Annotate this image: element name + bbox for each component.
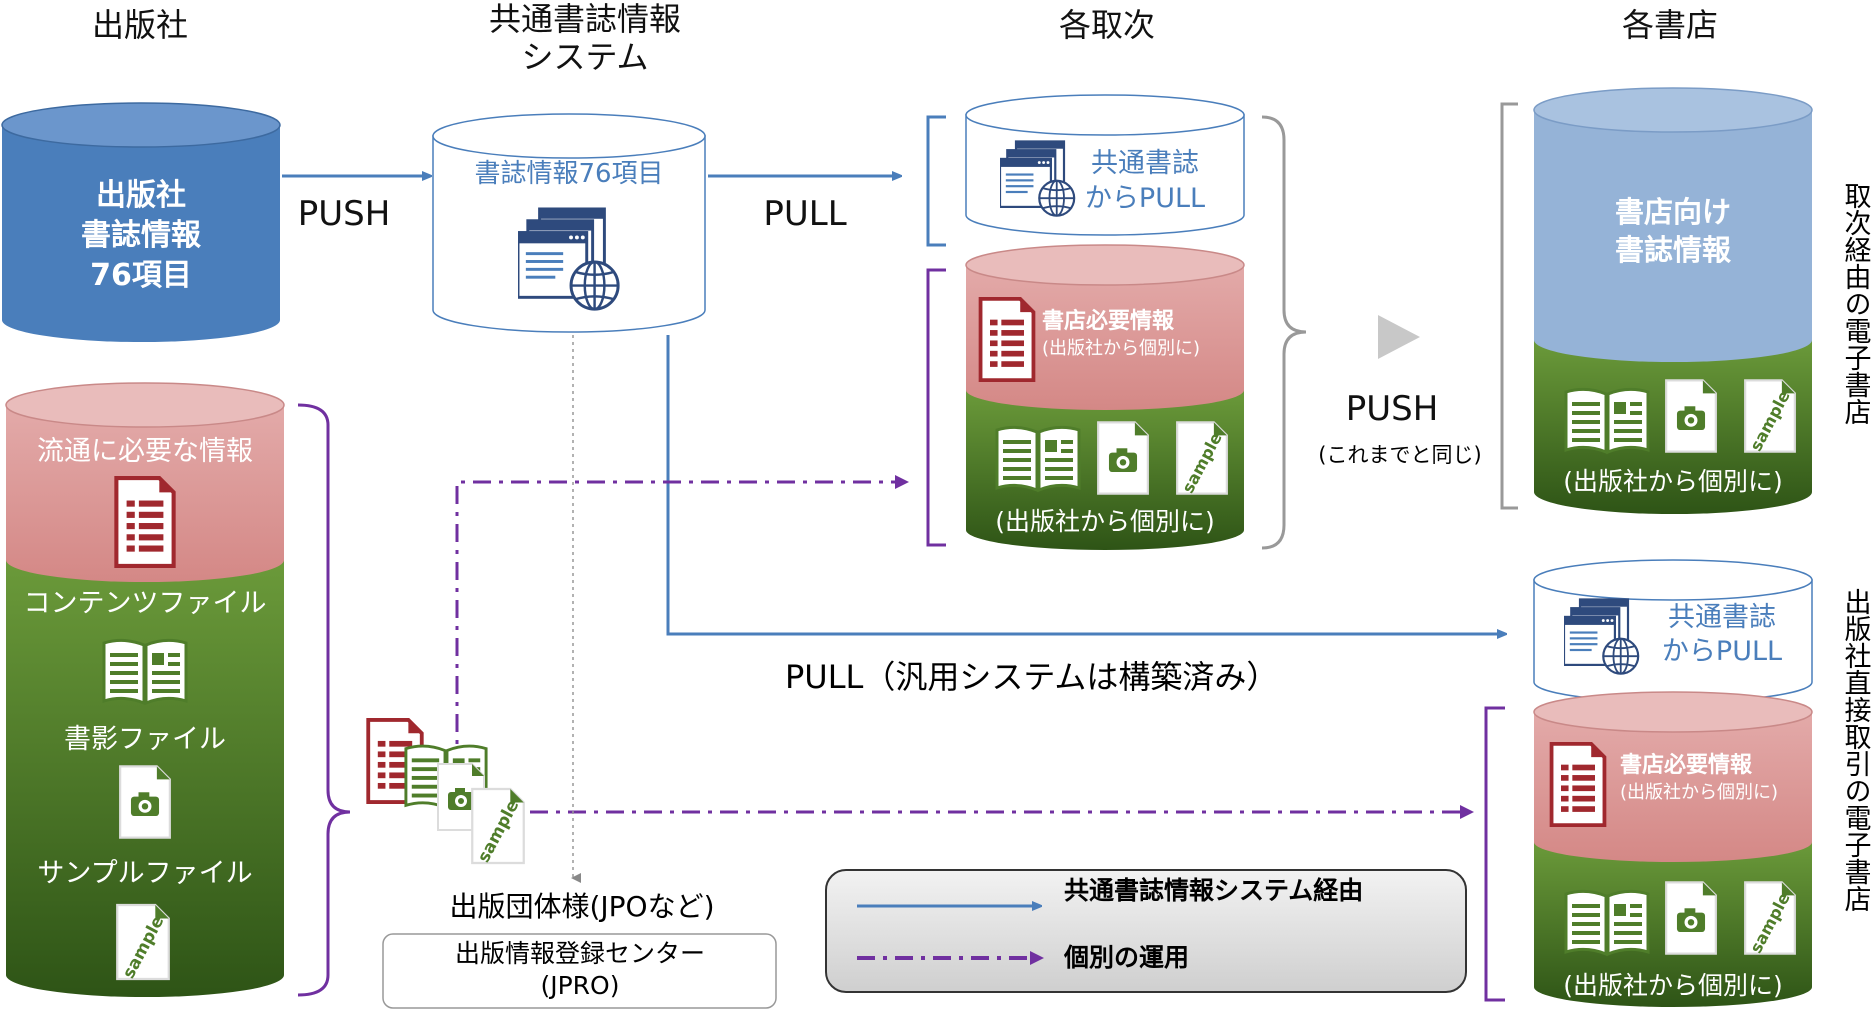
distributor-doc-icon bbox=[978, 297, 1036, 382]
bookstore-web-icon bbox=[1564, 598, 1640, 675]
push-label-2-sub: (これまでと同じ) bbox=[1318, 443, 1481, 467]
distributor-gray-brace bbox=[1261, 115, 1307, 550]
distribution-doc-icon bbox=[116, 478, 173, 566]
distribution-info-label: 流通に必要な情報 bbox=[37, 436, 253, 467]
publisher-db-line3: 76項目 bbox=[90, 258, 192, 293]
distributor-pull-bracket bbox=[926, 115, 946, 247]
side-label-direct: 出版社直接取引の電子書店 bbox=[1840, 588, 1872, 912]
header-distributors: 各取次 bbox=[1059, 6, 1155, 44]
distributor-pull-cylinder: 共通書誌 からPULL bbox=[965, 94, 1245, 236]
org-group-label: 出版団体様(JPOなど) bbox=[449, 890, 714, 923]
publisher-db-line2: 書誌情報 bbox=[81, 218, 202, 253]
bookstore-bottom-book-icon bbox=[1564, 889, 1650, 956]
common-system-cylinder: 書誌情報76項目 bbox=[432, 113, 706, 333]
header-common-system-line2: システム bbox=[521, 38, 648, 76]
publisher-db-line1: 出版社 bbox=[96, 178, 186, 213]
distributor-pull-line2: からPULL bbox=[1085, 183, 1205, 214]
bookstore-bottom-files-caption: (出版社から個別に) bbox=[1563, 971, 1783, 1000]
distributor-purple-bracket bbox=[926, 268, 946, 547]
distributor-required-info: 書店必要情報 bbox=[1042, 308, 1175, 334]
cover-file-label: 書影ファイル bbox=[64, 724, 226, 755]
header-common-system-line1: 共通書誌情報 bbox=[489, 0, 681, 38]
common-web-icon bbox=[518, 207, 620, 311]
individual-route-to-distributor bbox=[455, 475, 909, 770]
bookstore-bottom-purple-bracket bbox=[1484, 706, 1505, 1002]
distributor-photo-icon bbox=[1097, 421, 1149, 495]
jpro-box bbox=[382, 933, 777, 1009]
content-file-label: コンテンツファイル bbox=[24, 588, 267, 619]
bookstore-bottom-pull-cylinder: 共通書誌 からPULL bbox=[1533, 559, 1813, 703]
jpro-line2: (JPRO) bbox=[540, 971, 619, 1000]
common-db-label: 書誌情報76項目 bbox=[474, 159, 663, 189]
jpro-line1: 出版情報登録センター bbox=[455, 939, 705, 968]
bookstore-doc-icon bbox=[1549, 742, 1607, 827]
pull-general-label: PULL（汎用システムは構築済み） bbox=[785, 658, 1278, 696]
file-bundle-icons bbox=[366, 718, 525, 866]
bookstore-top-photo-icon bbox=[1665, 379, 1717, 453]
bookstore-required-info: 書店必要情報 bbox=[1620, 752, 1753, 778]
distributor-required-sub: (出版社から個別に) bbox=[1042, 338, 1200, 359]
push-label-1: PUSH bbox=[298, 194, 391, 234]
distributor-sample-icon bbox=[1176, 421, 1228, 498]
bookstore-pull-line1: 共通書誌 bbox=[1668, 602, 1776, 633]
bookstore-pull-line2: からPULL bbox=[1662, 636, 1782, 667]
content-book-icon bbox=[102, 638, 188, 705]
legend-individual: 個別の運用 bbox=[1063, 943, 1189, 972]
bookstore-top-files-caption: (出版社から個別に) bbox=[1563, 467, 1783, 496]
legend-box: 共通書誌情報システム経由 個別の運用 bbox=[825, 869, 1467, 993]
bookstore-top-sample-icon bbox=[1744, 379, 1796, 456]
bookstore-required-sub: (出版社から個別に) bbox=[1620, 782, 1778, 803]
publisher-purple-brace bbox=[297, 403, 351, 997]
pull-route-direct bbox=[666, 335, 1505, 634]
header-bookstores: 各書店 bbox=[1622, 6, 1718, 44]
distributor-book-icon bbox=[995, 425, 1081, 492]
side-label-via-distributor: 取次経由の電子書店 bbox=[1840, 182, 1872, 425]
bookstore-top-cylinder: 書店向け 書誌情報 (出版社から個別に) bbox=[1533, 87, 1813, 514]
cover-photo-icon bbox=[119, 765, 171, 839]
sample-file-label: サンプルファイル bbox=[37, 858, 252, 889]
bookstore-bottom-sample-icon bbox=[1744, 881, 1796, 958]
push-gray-triangle bbox=[1378, 315, 1420, 359]
bookstore-bottom-photo-icon bbox=[1665, 881, 1717, 955]
distributor-files-caption: (出版社から個別に) bbox=[995, 507, 1215, 536]
bookstore-metadata-line1: 書店向け bbox=[1615, 195, 1731, 229]
distributor-pull-line1: 共通書誌 bbox=[1091, 148, 1199, 179]
pull-label-1: PULL bbox=[763, 194, 846, 234]
distributor-files-cylinder: 書店必要情報 (出版社から個別に) (出版社から個別に) bbox=[965, 244, 1245, 550]
distributor-web-icon bbox=[1000, 140, 1076, 217]
bookstore-bottom-files-cylinder: 書店必要情報 (出版社から個別に) (出版社から個別に) bbox=[1533, 691, 1813, 1007]
bookstore-metadata-line2: 書誌情報 bbox=[1615, 233, 1732, 267]
push-label-2: PUSH bbox=[1346, 389, 1439, 429]
publisher-metadata-cylinder: 出版社 書誌情報 76項目 bbox=[1, 102, 281, 342]
sample-file-icon bbox=[116, 903, 170, 982]
bookstore-top-gray-bracket bbox=[1500, 102, 1518, 510]
legend-via-common: 共通書誌情報システム経由 bbox=[1064, 876, 1363, 905]
publisher-contents-cylinder: 流通に必要な情報 コンテンツファイル 書影ファイル サンプルファイル bbox=[5, 382, 285, 997]
header-publisher: 出版社 bbox=[92, 6, 188, 44]
bookstore-top-book-icon bbox=[1564, 387, 1650, 454]
